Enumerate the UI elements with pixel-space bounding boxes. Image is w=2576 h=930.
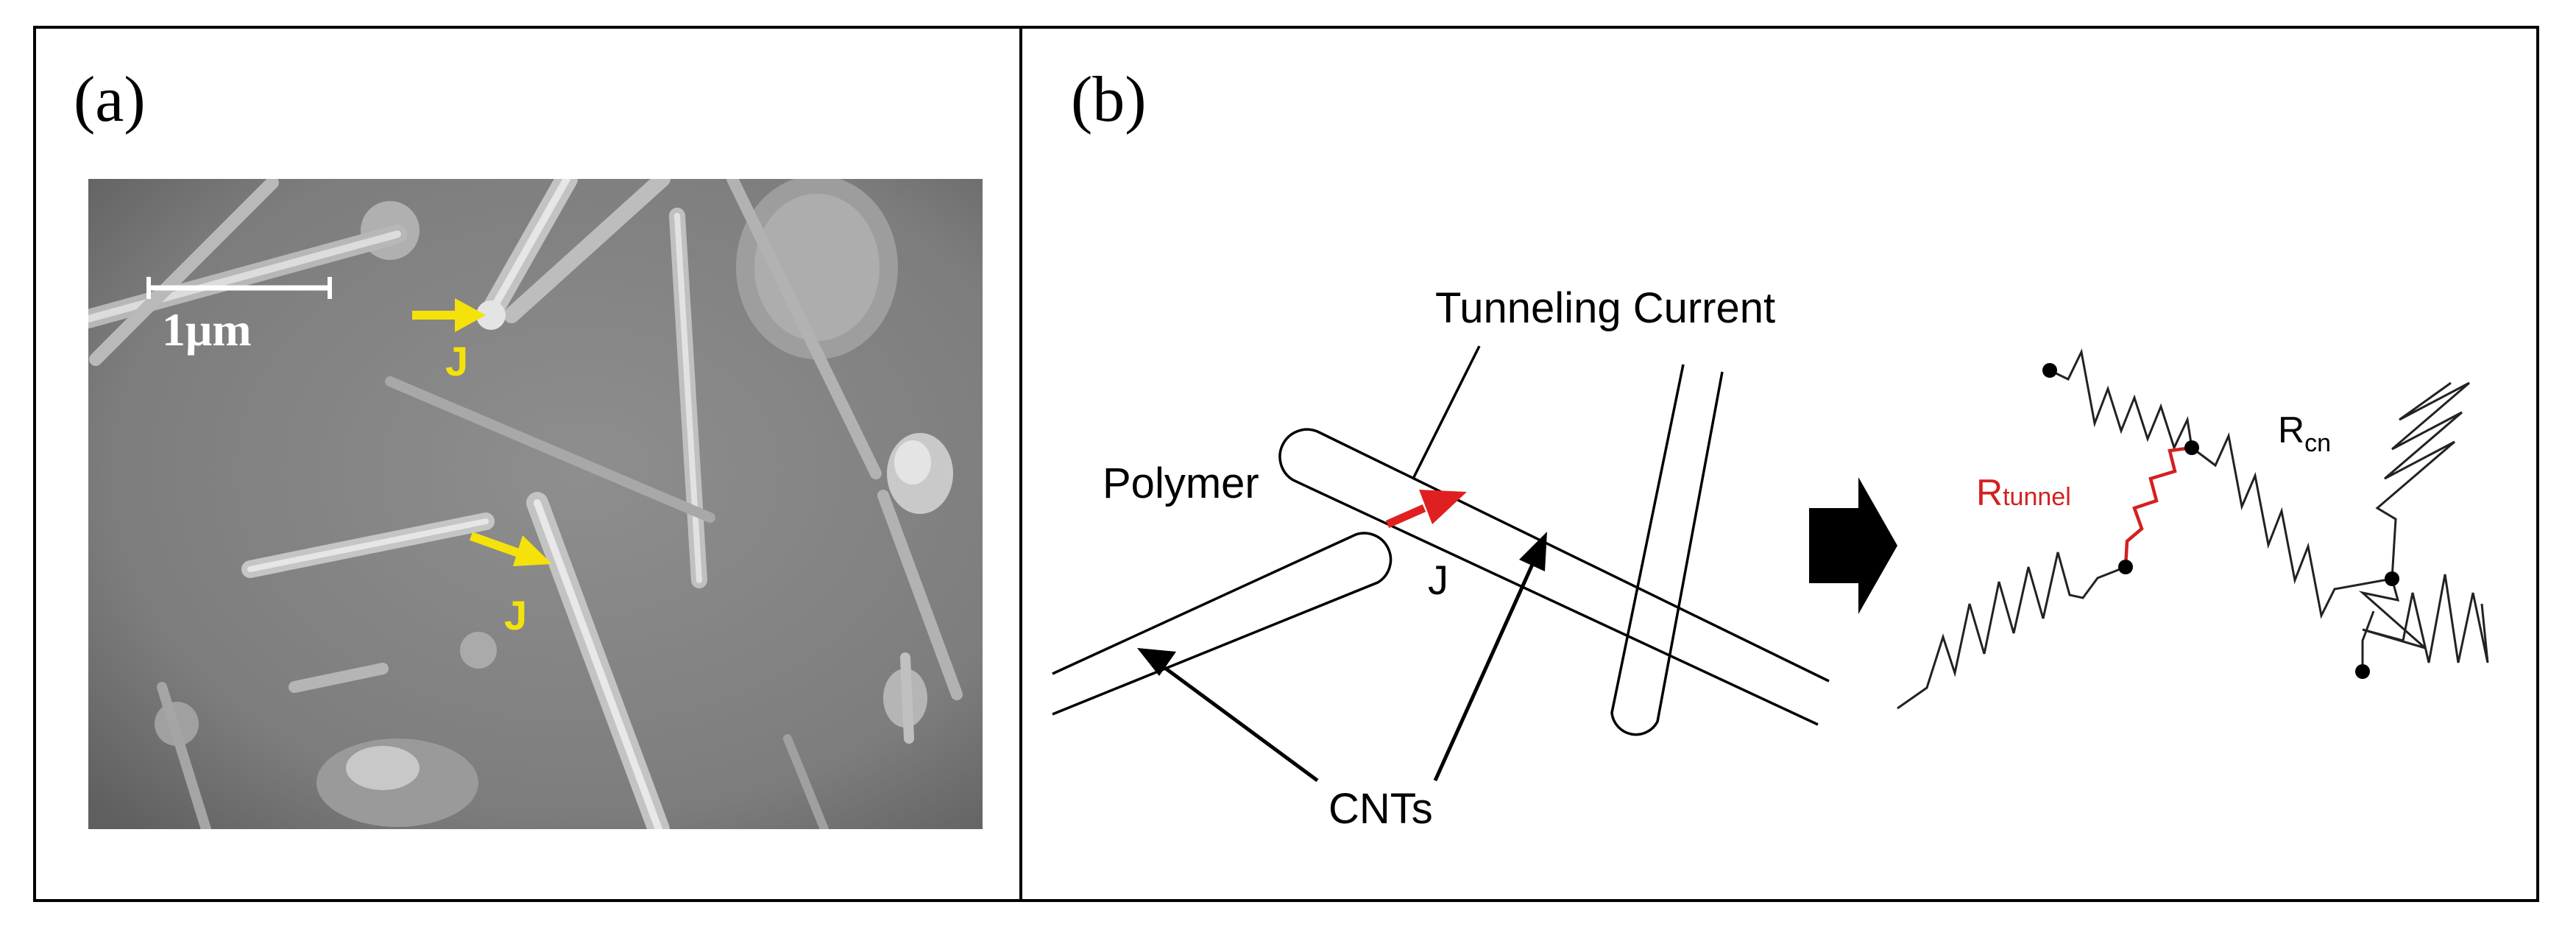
cnts-pointer-arrows <box>1137 532 1547 783</box>
tunnel-resistor <box>2123 445 2193 568</box>
r-tunnel-label: Rtunnel <box>1976 472 2071 513</box>
panel-divider <box>1019 26 1022 902</box>
tunneling-current-arrow <box>1385 490 1467 529</box>
cnt-diagonal <box>1278 428 1830 726</box>
tunneling-current-label: Tunneling Current <box>1435 284 1776 332</box>
junction-label-2: J <box>504 592 528 638</box>
block-arrow-right-icon <box>1809 477 1897 614</box>
sem-micrograph: 1μm J J <box>88 179 983 829</box>
cnt-left <box>1052 532 1393 716</box>
junction-arrow-1 <box>412 298 486 332</box>
junction-label-1: J <box>445 338 469 384</box>
polymer-label: Polymer <box>1103 459 1259 507</box>
cnts-label: CNTs <box>1328 785 1433 833</box>
junction-arrow-2 <box>469 532 552 566</box>
sem-image <box>88 179 983 829</box>
scale-bar-label: 1μm <box>162 303 252 356</box>
panel-a-label: (a) <box>74 64 146 135</box>
junction-label-b: J <box>1428 557 1448 603</box>
panel-b-label: (b) <box>1071 64 1147 135</box>
r-cn-label: Rcn <box>2278 409 2332 457</box>
cnt-vertical <box>1610 364 1724 736</box>
